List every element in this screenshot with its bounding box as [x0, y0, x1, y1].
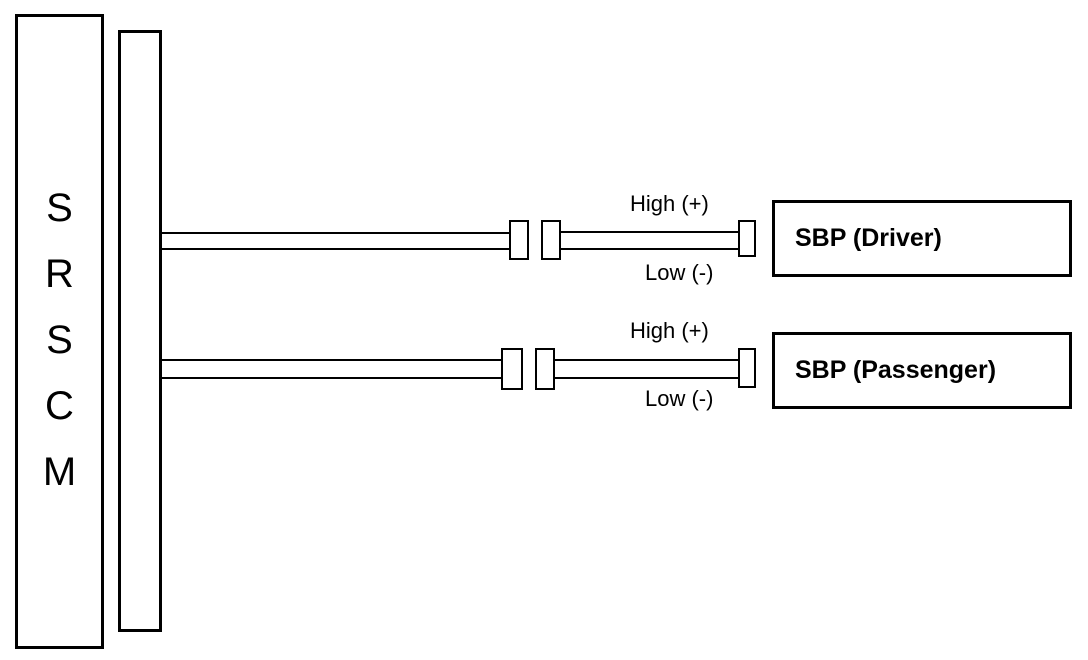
passenger-connector-male: [501, 348, 523, 390]
passenger-wire-main: [162, 359, 502, 379]
driver-wire-pigtail: [561, 231, 739, 250]
srscm-letter: C: [45, 384, 74, 428]
passenger-sbp-connector: [738, 348, 756, 388]
sbp-passenger-box: SBP (Passenger): [772, 332, 1072, 409]
driver-wire-main: [162, 232, 510, 250]
passenger-high-label: High (+): [630, 318, 709, 343]
driver-low-label: Low (-): [645, 260, 714, 285]
sbp-driver-box: SBP (Driver): [772, 200, 1072, 277]
passenger-connector-female: [535, 348, 555, 390]
srscm-letter: S: [46, 318, 73, 362]
harness-connector-bar: [118, 30, 162, 632]
srscm-label: S R S C M: [18, 175, 101, 505]
driver-high-label: High (+): [630, 191, 709, 216]
sbp-passenger-label: SBP (Passenger): [795, 356, 997, 384]
driver-sbp-connector: [738, 220, 756, 257]
passenger-low-label: Low (-): [645, 386, 714, 411]
srscm-letter: S: [46, 186, 73, 230]
srscm-letter: R: [45, 252, 74, 296]
sbp-driver-label: SBP (Driver): [795, 224, 942, 252]
srscm-module: S R S C M: [15, 14, 104, 649]
driver-connector-male: [509, 220, 529, 260]
passenger-wire-pigtail: [555, 359, 740, 379]
driver-connector-female: [541, 220, 561, 260]
srscm-letter: M: [42, 450, 77, 494]
